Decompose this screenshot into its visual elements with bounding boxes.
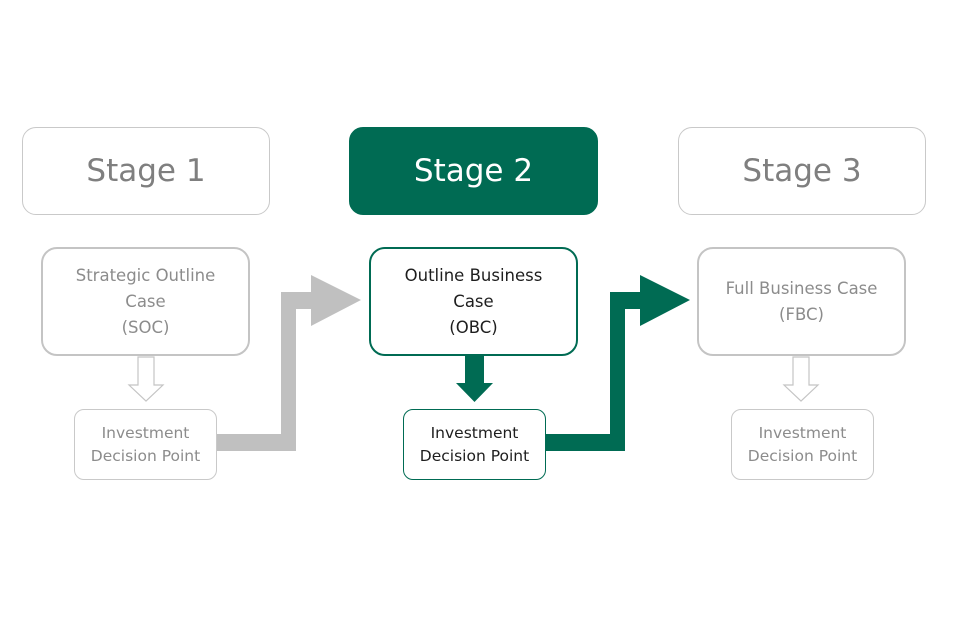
stage-1-label: Stage 1 xyxy=(86,153,206,189)
decision-line: Decision Point xyxy=(90,446,201,465)
down-arrow-stage-3 xyxy=(782,356,820,402)
decision-line: Investment xyxy=(758,423,847,442)
bent-arrow-stage-2-to-3 xyxy=(545,275,690,451)
case-line: Case xyxy=(125,291,166,311)
case-line: (FBC) xyxy=(779,304,824,324)
stage-1-header: Stage 1 xyxy=(22,127,270,215)
stage-2-header: Stage 2 xyxy=(349,127,598,215)
decision-line: Investment xyxy=(430,423,519,442)
down-arrow-stage-2 xyxy=(456,356,493,402)
case-line: Full Business Case xyxy=(725,278,878,298)
down-arrow-stage-1 xyxy=(127,356,165,402)
decision-line: Decision Point xyxy=(747,446,858,465)
case-line: (OBC) xyxy=(449,317,498,337)
decision-point-stage-2: Investment Decision Point xyxy=(403,409,546,480)
stage-3-header: Stage 3 xyxy=(678,127,926,215)
stage-3-label: Stage 3 xyxy=(742,153,862,189)
case-box-fbc: Full Business Case (FBC) xyxy=(697,247,906,356)
case-line: Case xyxy=(453,291,494,311)
case-line: Outline Business xyxy=(404,265,543,285)
case-box-obc: Outline Business Case (OBC) xyxy=(369,247,578,356)
bent-arrow-stage-1-to-2 xyxy=(217,275,361,451)
decision-point-stage-3: Investment Decision Point xyxy=(731,409,874,480)
case-line: (SOC) xyxy=(121,317,170,337)
decision-point-stage-1: Investment Decision Point xyxy=(74,409,217,480)
stage-2-label: Stage 2 xyxy=(413,153,534,189)
decision-line: Decision Point xyxy=(419,446,530,465)
case-box-soc: Strategic Outline Case (SOC) xyxy=(41,247,250,356)
decision-line: Investment xyxy=(101,423,190,442)
case-line: Strategic Outline xyxy=(75,265,216,285)
